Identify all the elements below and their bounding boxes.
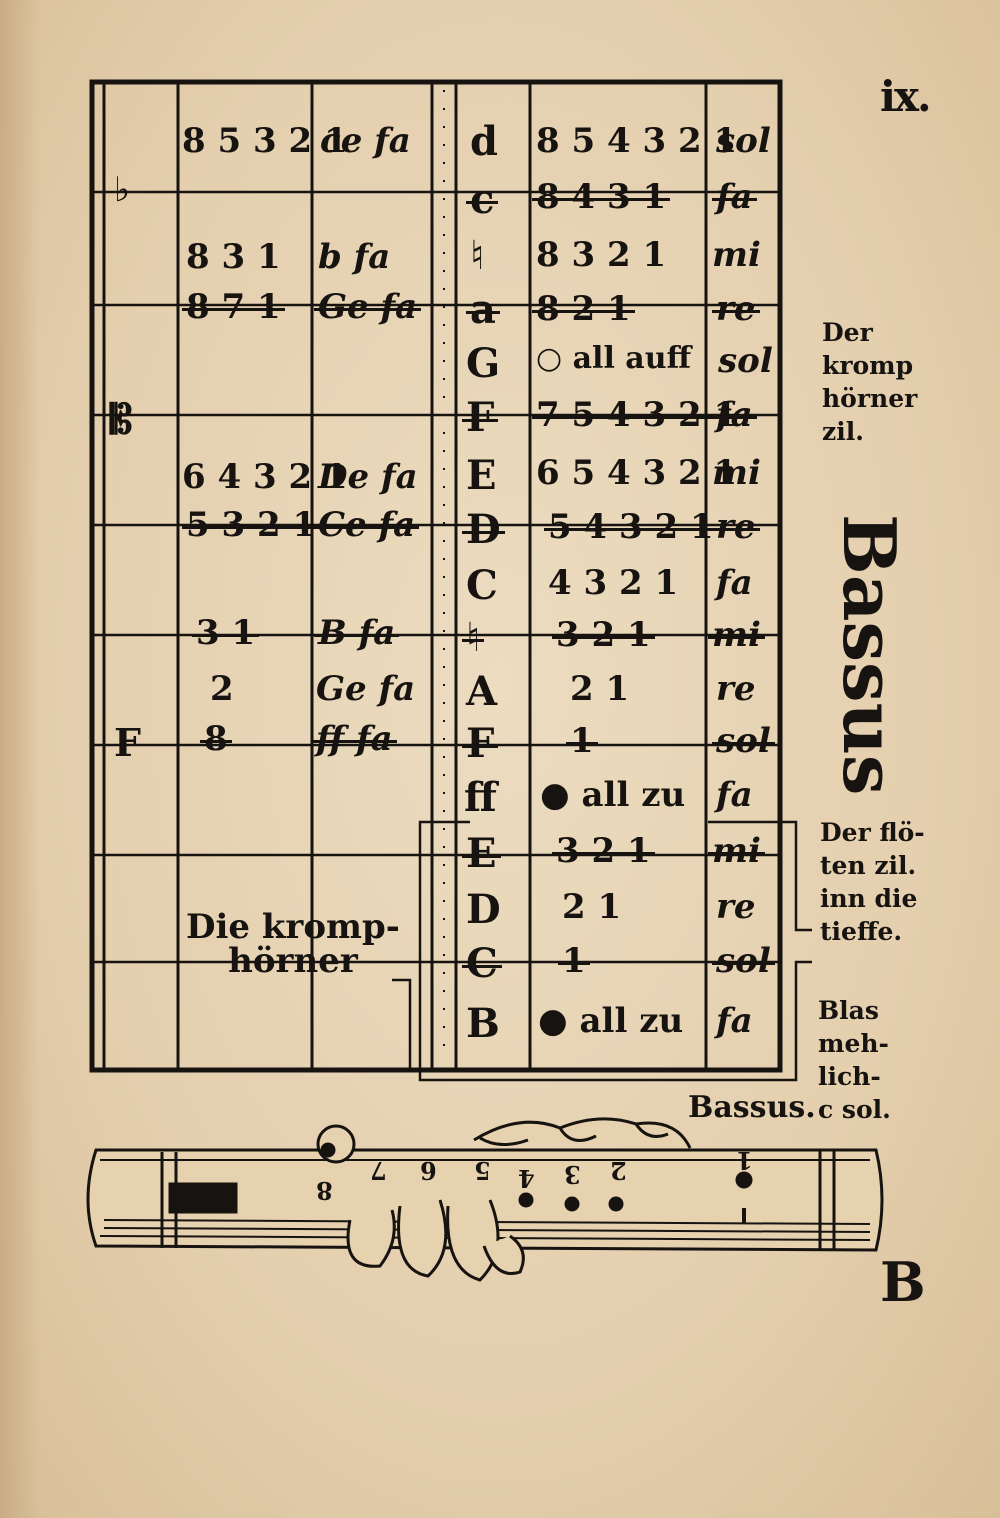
- right-numbers-row-16: 1: [558, 941, 590, 981]
- note-letter-3: ♮: [470, 232, 485, 279]
- die-krompherner-label: Die kromp- hörner: [186, 907, 400, 981]
- note-letter-1: d: [470, 118, 498, 165]
- left-syllable-row-1: ce fa: [320, 121, 411, 161]
- right-numbers-row-12: 1: [566, 721, 598, 761]
- margin-note-floeten: Der flö- ten zil. inn die tieffe.: [820, 818, 925, 946]
- right-syllable-row-11: re: [716, 669, 756, 709]
- hole-label-7: 7: [370, 1156, 387, 1185]
- signature-mark: B: [880, 1250, 926, 1314]
- left-numbers-row-5: 5 3 2 1: [181, 505, 321, 545]
- right-syllable-row-5: sol: [718, 341, 773, 381]
- clef-sign-top: ♭: [114, 170, 131, 210]
- note-letter-6: F: [461, 394, 499, 441]
- note-letter-12: F: [461, 720, 499, 767]
- right-numbers-row-9: 4 3 2 1: [548, 563, 679, 603]
- clef-sign-middle: 𝄡: [110, 396, 133, 443]
- right-numbers-row-15: 2 1: [562, 887, 622, 927]
- right-syllable-row-9: fa: [716, 563, 753, 603]
- left-syllable-row-7: Ge fa: [316, 669, 416, 709]
- right-numbers-row-11: 2 1: [570, 669, 630, 709]
- note-letter-7: E: [466, 452, 497, 499]
- left-syllable-row-5: Ce fa: [313, 505, 420, 545]
- right-numbers-row-14: 3 2 1: [552, 831, 655, 871]
- left-numbers-row-7: 2: [210, 669, 234, 709]
- left-syllable-row-8: ff fa: [312, 719, 397, 759]
- right-numbers-row-8: 5 4 3 2 1: [544, 507, 718, 547]
- right-syllable-row-2: fa: [712, 177, 757, 217]
- right-numbers-row-17: ● all zu: [538, 1001, 684, 1041]
- hole-label-2: 2: [610, 1156, 627, 1185]
- right-numbers-row-1: 8 5 4 3 2 1: [536, 121, 738, 161]
- right-numbers-row-4: 8 2 1: [532, 289, 635, 329]
- note-letter-4: a: [466, 286, 500, 333]
- right-syllable-row-6: fa: [712, 395, 757, 435]
- right-syllable-row-12: sol: [712, 721, 775, 761]
- left-numbers-row-8: 8: [200, 719, 232, 759]
- note-letter-10: ♮: [461, 614, 485, 661]
- right-numbers-row-5: ○ all auff: [536, 341, 692, 376]
- note-letter-5: G: [466, 340, 501, 387]
- right-syllable-row-13: fa: [716, 775, 753, 815]
- right-syllable-row-15: re: [716, 887, 756, 927]
- right-numbers-row-3: 8 3 2 1: [536, 235, 667, 275]
- bassus-caption: Bassus.: [688, 1090, 816, 1125]
- folio-number: ix.: [880, 72, 932, 121]
- right-syllable-row-14: mi: [708, 831, 765, 871]
- hole-label-1: 1: [736, 1146, 753, 1175]
- note-letter-8: D: [462, 506, 505, 553]
- hole-label-8: 8: [316, 1176, 333, 1205]
- margin-note-kromphoerner: Der kromp hörner zil.: [822, 318, 918, 446]
- left-syllable-row-6: B fa: [313, 613, 400, 653]
- right-syllable-row-4: re: [712, 289, 760, 329]
- left-numbers-row-1: 8 5 3 2 1: [182, 121, 348, 161]
- hole-label-4: 4: [518, 1164, 535, 1193]
- left-numbers-row-4: 6 4 3 2 1: [182, 457, 348, 497]
- note-letter-16: C: [462, 940, 502, 987]
- right-syllable-row-8: re: [712, 507, 760, 547]
- left-syllable-row-2: b fa: [318, 237, 391, 277]
- right-syllable-row-1: sol: [716, 121, 771, 161]
- right-numbers-row-10: 3 2 1: [552, 615, 655, 655]
- right-syllable-row-7: mi: [712, 453, 761, 493]
- clef-sign-bottom: F: [114, 720, 141, 765]
- right-numbers-row-7: 6 5 4 3 2 1: [536, 453, 738, 493]
- right-syllable-row-3: mi: [712, 235, 761, 275]
- note-letter-15: D: [466, 886, 501, 933]
- note-letter-11: A: [466, 668, 498, 715]
- margin-note-blas: Blas meh- lich- c sol.: [818, 996, 891, 1124]
- note-letter-17: B: [466, 1000, 500, 1047]
- left-numbers-row-6: 3 1: [191, 613, 260, 653]
- right-numbers-row-6: 7 5 4 3 2 1: [531, 395, 742, 435]
- note-letter-13: ff: [464, 774, 497, 821]
- note-letter-14: E: [462, 830, 500, 877]
- right-numbers-row-13: ● all zu: [540, 775, 686, 815]
- note-letter-2: c: [465, 176, 499, 223]
- left-syllable-row-4: De fa: [318, 457, 418, 497]
- hole-label-5: 5: [474, 1156, 491, 1185]
- right-syllable-row-10: mi: [708, 615, 765, 655]
- right-syllable-row-17: fa: [716, 1001, 753, 1041]
- hole-label-6: 6: [420, 1156, 437, 1185]
- note-letter-9: C: [466, 562, 498, 609]
- right-syllable-row-16: sol: [712, 941, 775, 981]
- left-numbers-row-3: 8 7 1: [182, 287, 285, 327]
- hole-label-3: 3: [564, 1160, 581, 1189]
- left-syllable-row-3: Ge fa: [313, 287, 422, 327]
- right-numbers-row-2: 8 4 3 1: [531, 177, 671, 217]
- left-numbers-row-2: 8 3 1: [186, 237, 281, 277]
- page-gutter-shadow: [0, 0, 40, 1518]
